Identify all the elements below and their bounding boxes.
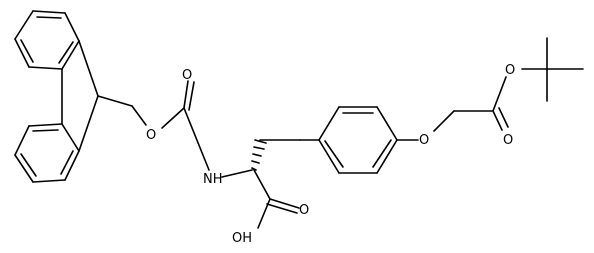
tbu-ester-side-chain xyxy=(396,37,584,141)
fmoc-carbamate xyxy=(97,80,210,171)
atom-o-ester: O xyxy=(505,63,515,78)
fluorene-lower-ring xyxy=(14,123,80,183)
fluorenyl-group xyxy=(14,10,99,183)
fluorene-upper-ring xyxy=(14,10,80,70)
amino-acid-backbone xyxy=(221,139,320,229)
atom-o-ester-carbonyl: O xyxy=(503,133,513,148)
fluorene-five-ring xyxy=(61,40,99,152)
atom-o-fmoc-ether: O xyxy=(146,128,156,143)
atom-o-acid-carbonyl: O xyxy=(299,203,309,218)
stereo-hash-bond xyxy=(251,139,267,171)
atom-oh: OH xyxy=(232,231,252,246)
atom-nh: NH xyxy=(203,172,223,187)
atom-o-aryl-ether: O xyxy=(419,133,429,148)
tyrosine-phenyl-ring xyxy=(318,106,398,174)
atom-o-fmoc-carbonyl: O xyxy=(182,68,192,83)
